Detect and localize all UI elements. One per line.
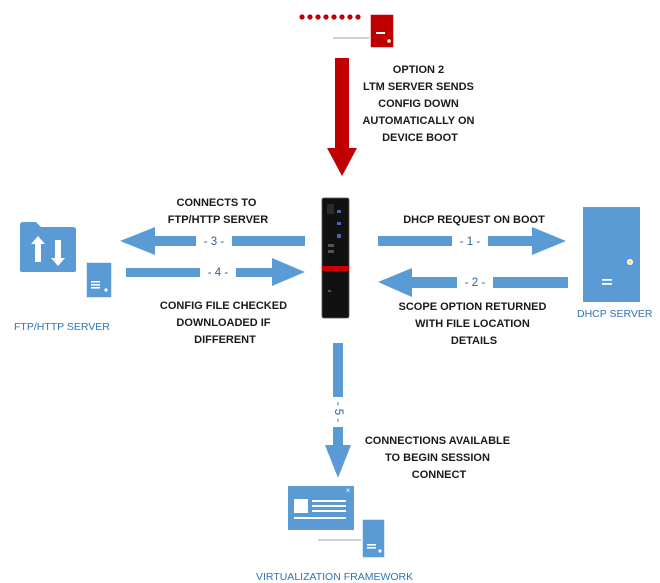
step-2-label: - 2 - bbox=[465, 277, 486, 289]
connects-to-line-2: FTP/HTTP SERVER bbox=[168, 214, 269, 226]
connects-to-line-1: CONNECTS TO bbox=[177, 197, 257, 209]
step-4-label: - 4 - bbox=[208, 267, 229, 279]
ltm-server-icon bbox=[299, 13, 395, 49]
step-3-label: - 3 - bbox=[204, 236, 225, 248]
dhcp-server-icon bbox=[583, 207, 640, 302]
option2-annotation: OPTION 2 LTM SERVER SENDS CONFIG DOWN AU… bbox=[362, 64, 477, 144]
option2-line-1: OPTION 2 bbox=[393, 64, 444, 76]
dhcp-request-annotation: DHCP REQUEST ON BOOT bbox=[403, 214, 545, 226]
connects-to-annotation: CONNECTS TO FTP/HTTP SERVER bbox=[168, 197, 269, 226]
connections-annotation: CONNECTIONS AVAILABLE TO BEGIN SESSION C… bbox=[365, 435, 513, 481]
ltm-config-arrow bbox=[327, 58, 357, 176]
scope-option-annotation: SCOPE OPTION RETURNED WITH FILE LOCATION… bbox=[399, 301, 550, 347]
config-file-line-1: CONFIG FILE CHECKED bbox=[160, 300, 287, 312]
ftp-server-icon bbox=[20, 222, 113, 299]
svg-text:×: × bbox=[346, 486, 351, 495]
thin-client-device bbox=[321, 197, 350, 319]
virtualization-label: VIRTUALIZATION FRAMEWORK bbox=[256, 571, 413, 583]
config-file-annotation: CONFIG FILE CHECKED DOWNLOADED IF DIFFER… bbox=[160, 300, 290, 346]
ftp-server-label: FTP/HTTP SERVER bbox=[14, 321, 110, 333]
step-5-label: - 5 - bbox=[332, 402, 344, 423]
scope-option-line-3: DETAILS bbox=[451, 335, 497, 347]
option2-line-5: DEVICE BOOT bbox=[382, 132, 458, 144]
config-file-line-2: DOWNLOADED IF bbox=[176, 317, 270, 329]
option2-line-4: AUTOMATICALLY ON bbox=[362, 115, 474, 127]
step-1-label: - 1 - bbox=[460, 236, 481, 248]
scope-option-line-1: SCOPE OPTION RETURNED bbox=[399, 301, 547, 313]
dhcp-server-label: DHCP SERVER bbox=[577, 308, 653, 320]
option2-line-3: CONFIG DOWN bbox=[378, 98, 459, 110]
option2-line-2: LTM SERVER SENDS bbox=[363, 81, 474, 93]
dhcp-request-line-1: DHCP REQUEST ON BOOT bbox=[403, 214, 545, 226]
connections-line-3: CONNECT bbox=[412, 469, 467, 481]
scope-option-line-2: WITH FILE LOCATION bbox=[415, 318, 530, 330]
connections-line-2: TO BEGIN SESSION bbox=[385, 452, 490, 464]
config-file-line-3: DIFFERENT bbox=[194, 334, 256, 346]
virtualization-framework-icon: × bbox=[288, 486, 386, 559]
connections-line-1: CONNECTIONS AVAILABLE bbox=[365, 435, 510, 447]
